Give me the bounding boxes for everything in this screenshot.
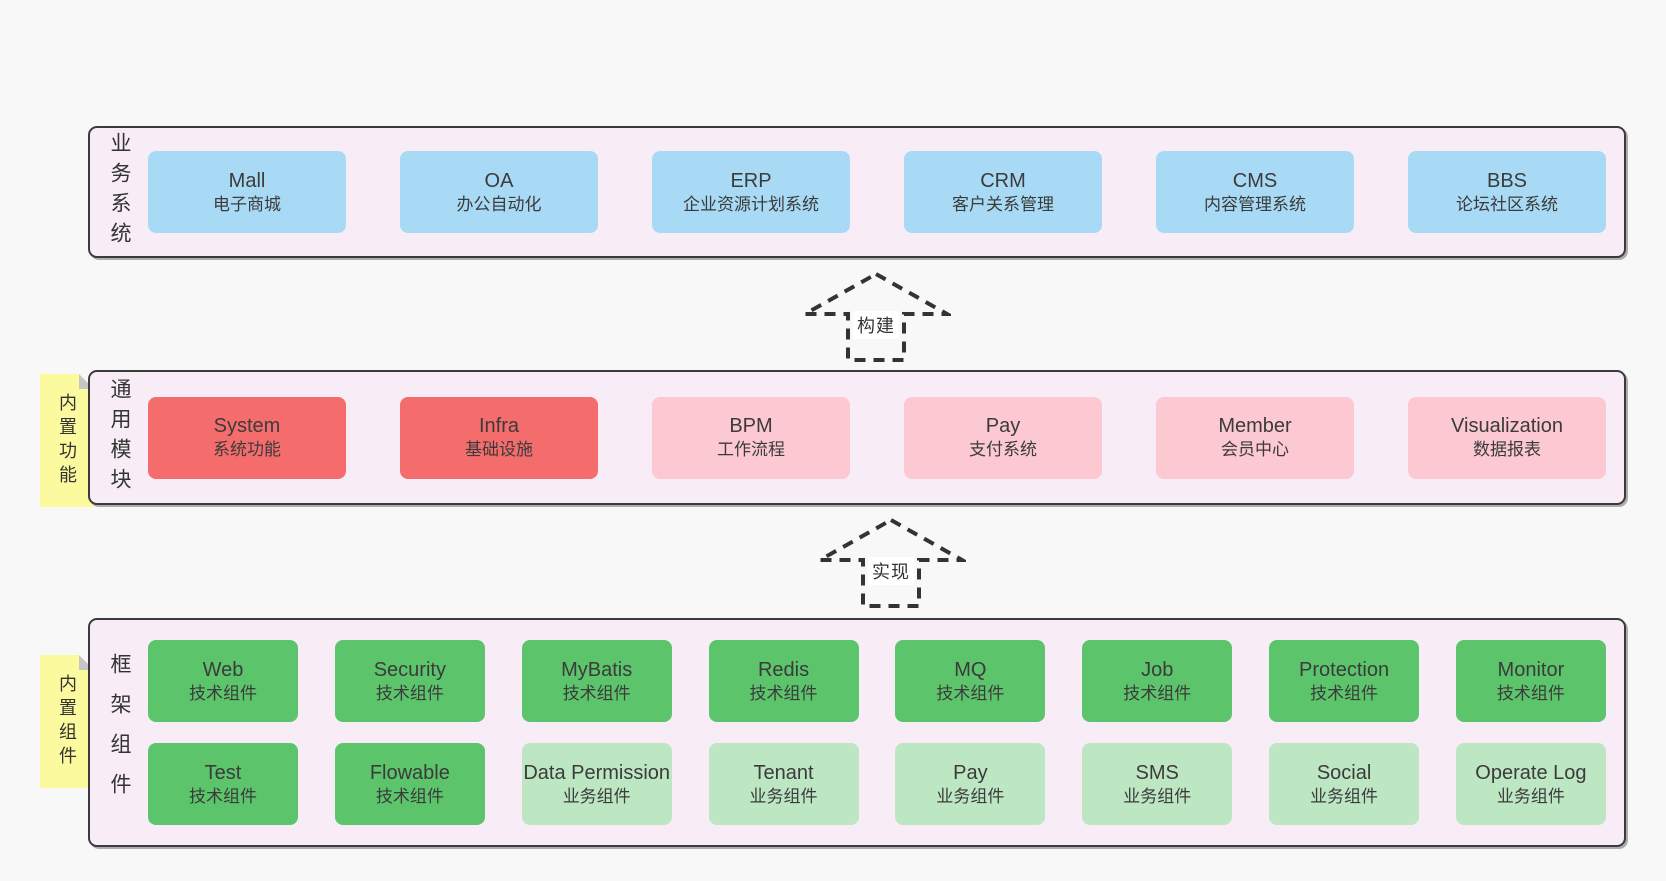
box-rows: Mall 电子商城 OA 办公自动化 ERP 企业资源计划系统 CRM 客户关系…: [148, 128, 1624, 256]
section-label-business-systems: 业务系统: [108, 132, 131, 252]
box-oa: OA 办公自动化: [400, 151, 598, 233]
arrow-implement: 实现: [816, 517, 966, 609]
box-tenant: Tenant 业务组件: [708, 742, 859, 825]
sticky-tag-built-in-components: 内置组件: [40, 655, 94, 788]
box-row: Test 技术组件 Flowable 技术组件 Data Permission …: [148, 742, 1606, 825]
box-bbs: BBS 论坛社区系统: [1408, 151, 1606, 233]
box-cms: CMS 内容管理系统: [1156, 151, 1354, 233]
box-system: System 系统功能: [148, 396, 346, 479]
box-row: System 系统功能 Infra 基础设施 BPM 工作流程 Pay 支付系统…: [148, 396, 1606, 479]
box-data-permission: Data Permission 业务组件: [521, 742, 672, 825]
sticky-tag-built-in-functions: 内置功能: [40, 374, 94, 507]
box-flowable: Flowable 技术组件: [334, 742, 485, 825]
section-label-common-modules: 通用模块: [108, 377, 131, 498]
box-pay: Pay 业务组件: [895, 742, 1046, 825]
box-crm: CRM 客户关系管理: [904, 151, 1102, 233]
box-operate-log: Operate Log 业务组件: [1455, 742, 1606, 825]
arrow-build: 构建: [801, 271, 951, 363]
box-row: Mall 电子商城 OA 办公自动化 ERP 企业资源计划系统 CRM 客户关系…: [148, 151, 1606, 233]
box-security: Security 技术组件: [334, 640, 485, 723]
box-sms: SMS 业务组件: [1082, 742, 1233, 825]
box-redis: Redis 技术组件: [708, 640, 859, 723]
box-mall: Mall 电子商城: [148, 151, 346, 233]
box-infra: Infra 基础设施: [400, 396, 598, 479]
box-rows: Web 技术组件 Security 技术组件 MyBatis 技术组件 Redi…: [148, 620, 1624, 845]
arrow-build-label: 构建: [853, 311, 899, 339]
sticky-tag-label: 内置功能: [57, 392, 77, 489]
box-bpm: BPM 工作流程: [652, 396, 850, 479]
box-mq: MQ 技术组件: [895, 640, 1046, 723]
section-framework-components: 框架组件 Web 技术组件 Security 技术组件 MyBatis 技术组件…: [88, 618, 1626, 847]
box-monitor: Monitor 技术组件: [1455, 640, 1606, 723]
sticky-tag-label: 内置组件: [57, 673, 77, 770]
section-common-modules: 通用模块 System 系统功能 Infra 基础设施 BPM 工作流程 Pay…: [88, 370, 1626, 505]
box-row: Web 技术组件 Security 技术组件 MyBatis 技术组件 Redi…: [148, 640, 1606, 723]
section-business-systems: 业务系统 Mall 电子商城 OA 办公自动化 ERP 企业资源计划系统 CRM…: [88, 126, 1626, 258]
box-test: Test 技术组件: [148, 742, 298, 825]
box-erp: ERP 企业资源计划系统: [652, 151, 850, 233]
box-pay: Pay 支付系统: [904, 396, 1102, 479]
arrow-implement-label: 实现: [868, 557, 914, 585]
box-job: Job 技术组件: [1082, 640, 1233, 723]
box-rows: System 系统功能 Infra 基础设施 BPM 工作流程 Pay 支付系统…: [148, 372, 1624, 503]
box-visualization: Visualization 数据报表: [1408, 396, 1606, 479]
box-social: Social 业务组件: [1269, 742, 1420, 825]
section-label-framework-components: 框架组件: [108, 652, 131, 813]
box-protection: Protection 技术组件: [1269, 640, 1420, 723]
box-web: Web 技术组件: [148, 640, 298, 723]
box-member: Member 会员中心: [1156, 396, 1354, 479]
box-mybatis: MyBatis 技术组件: [521, 640, 672, 723]
